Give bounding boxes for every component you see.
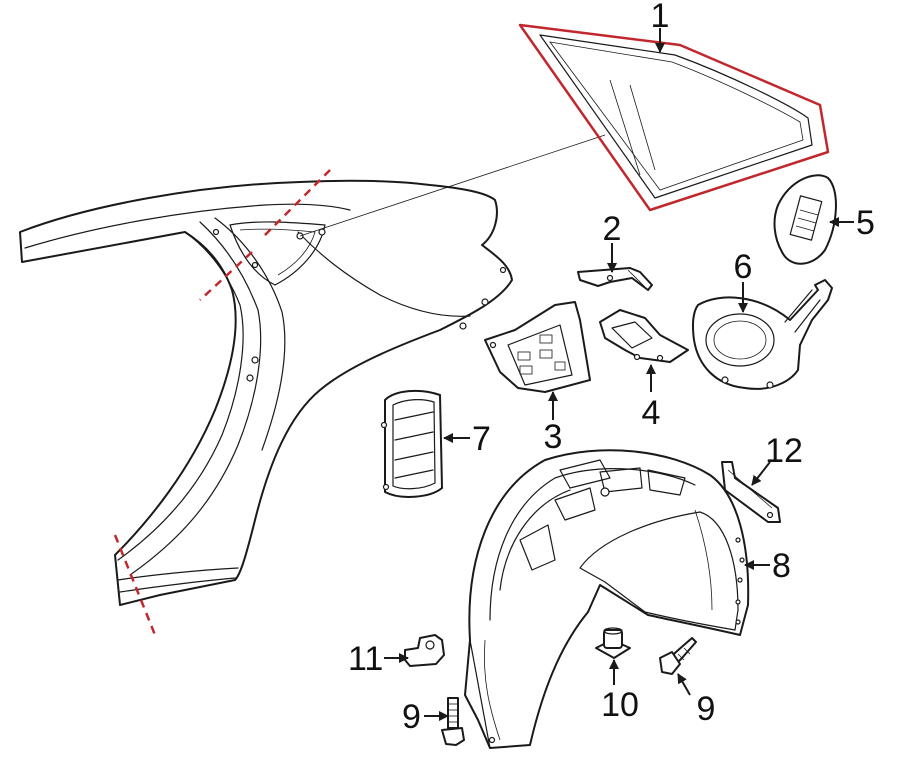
wheelhouse-liner xyxy=(464,449,750,749)
callout-10-label: 10 xyxy=(601,686,639,724)
cut-line-middle xyxy=(199,251,253,301)
callout-6-label: 6 xyxy=(734,248,753,286)
cut-line-upper xyxy=(261,169,331,239)
callout-2: 2 xyxy=(603,210,622,273)
callout-8-label: 8 xyxy=(772,547,791,585)
bolt-9-right xyxy=(659,637,697,675)
callout-4-label: 4 xyxy=(642,394,661,432)
callout-7-label: 7 xyxy=(472,420,491,458)
callout-11-label: 11 xyxy=(348,640,383,678)
quarter-panel xyxy=(19,179,513,606)
callout-7: 7 xyxy=(443,420,491,458)
fuel-filler-housing xyxy=(692,279,833,390)
glass-leader-line xyxy=(299,134,606,237)
quarter-glass xyxy=(518,23,830,212)
callout-2-label: 2 xyxy=(603,210,622,248)
callout-4: 4 xyxy=(642,364,661,432)
push-nut xyxy=(595,627,631,659)
callout-6: 6 xyxy=(734,248,753,313)
fuel-door xyxy=(773,174,837,265)
callout-9-right: 9 xyxy=(677,673,716,728)
callout-11: 11 xyxy=(348,640,409,678)
bracket-2 xyxy=(577,267,653,291)
callout-1-label: 1 xyxy=(651,0,670,35)
callout-10: 10 xyxy=(601,659,639,724)
callout-12-label: 12 xyxy=(765,432,803,470)
callout-9-right-label: 9 xyxy=(697,690,716,728)
seal-strip xyxy=(721,461,781,523)
callout-9-left-label: 9 xyxy=(402,698,421,736)
bracket-3 xyxy=(484,301,591,393)
callout-5-label: 5 xyxy=(856,204,875,242)
cut-line-lower xyxy=(113,534,157,636)
cut-lines xyxy=(113,169,331,636)
callout-3: 3 xyxy=(544,391,563,456)
nut-clip xyxy=(404,634,445,667)
pressure-vent xyxy=(380,389,443,498)
bracket-4 xyxy=(599,309,689,363)
callout-1: 1 xyxy=(651,0,670,53)
bolt-9-left xyxy=(441,697,465,746)
callout-3-label: 3 xyxy=(544,418,563,456)
callout-5: 5 xyxy=(829,204,875,242)
callout-8: 8 xyxy=(744,547,791,585)
callout-9-left: 9 xyxy=(402,698,449,736)
callout-12: 12 xyxy=(751,432,803,486)
